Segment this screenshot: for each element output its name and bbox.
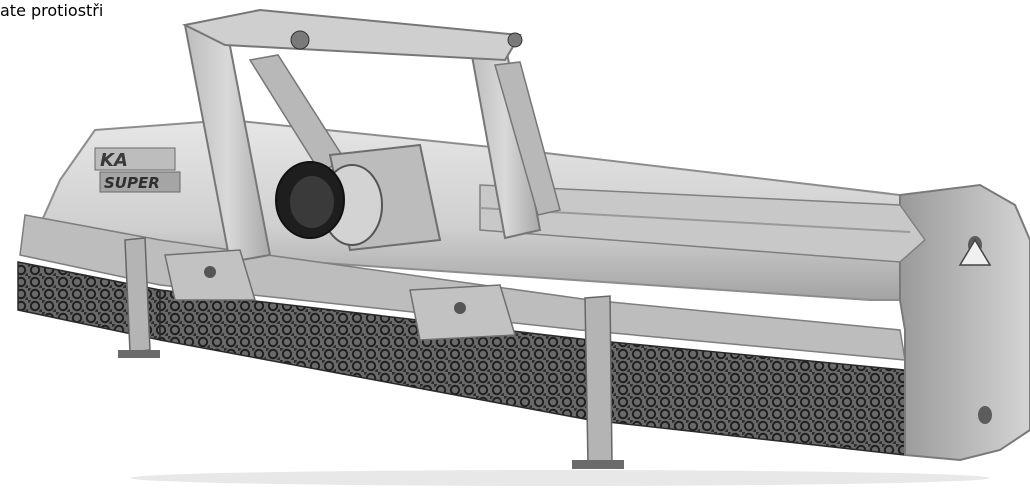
brand-model: SUPER (104, 174, 160, 192)
brand-decal: KA SUPER (94, 147, 181, 193)
hitch-pin (290, 30, 310, 50)
end-plate-triangle (958, 238, 992, 266)
pto-shaft-guard (275, 161, 383, 246)
support-stand (584, 295, 613, 465)
hitch-brace-right (494, 61, 561, 216)
end-plate-bolt (978, 406, 992, 424)
brand-logo: KA (100, 150, 128, 171)
top-beam (479, 184, 927, 263)
support-stand-foot (572, 460, 624, 469)
support-stand (124, 237, 151, 353)
hitch-pin (507, 32, 523, 48)
mulcher-body: KA SUPER (17, 8, 1030, 486)
ground-shadow (130, 470, 990, 486)
end-plate (899, 183, 1030, 462)
support-stand-foot (118, 350, 160, 358)
hitch-top-bar (181, 8, 522, 62)
caption-text: ate protiostři (0, 1, 104, 20)
